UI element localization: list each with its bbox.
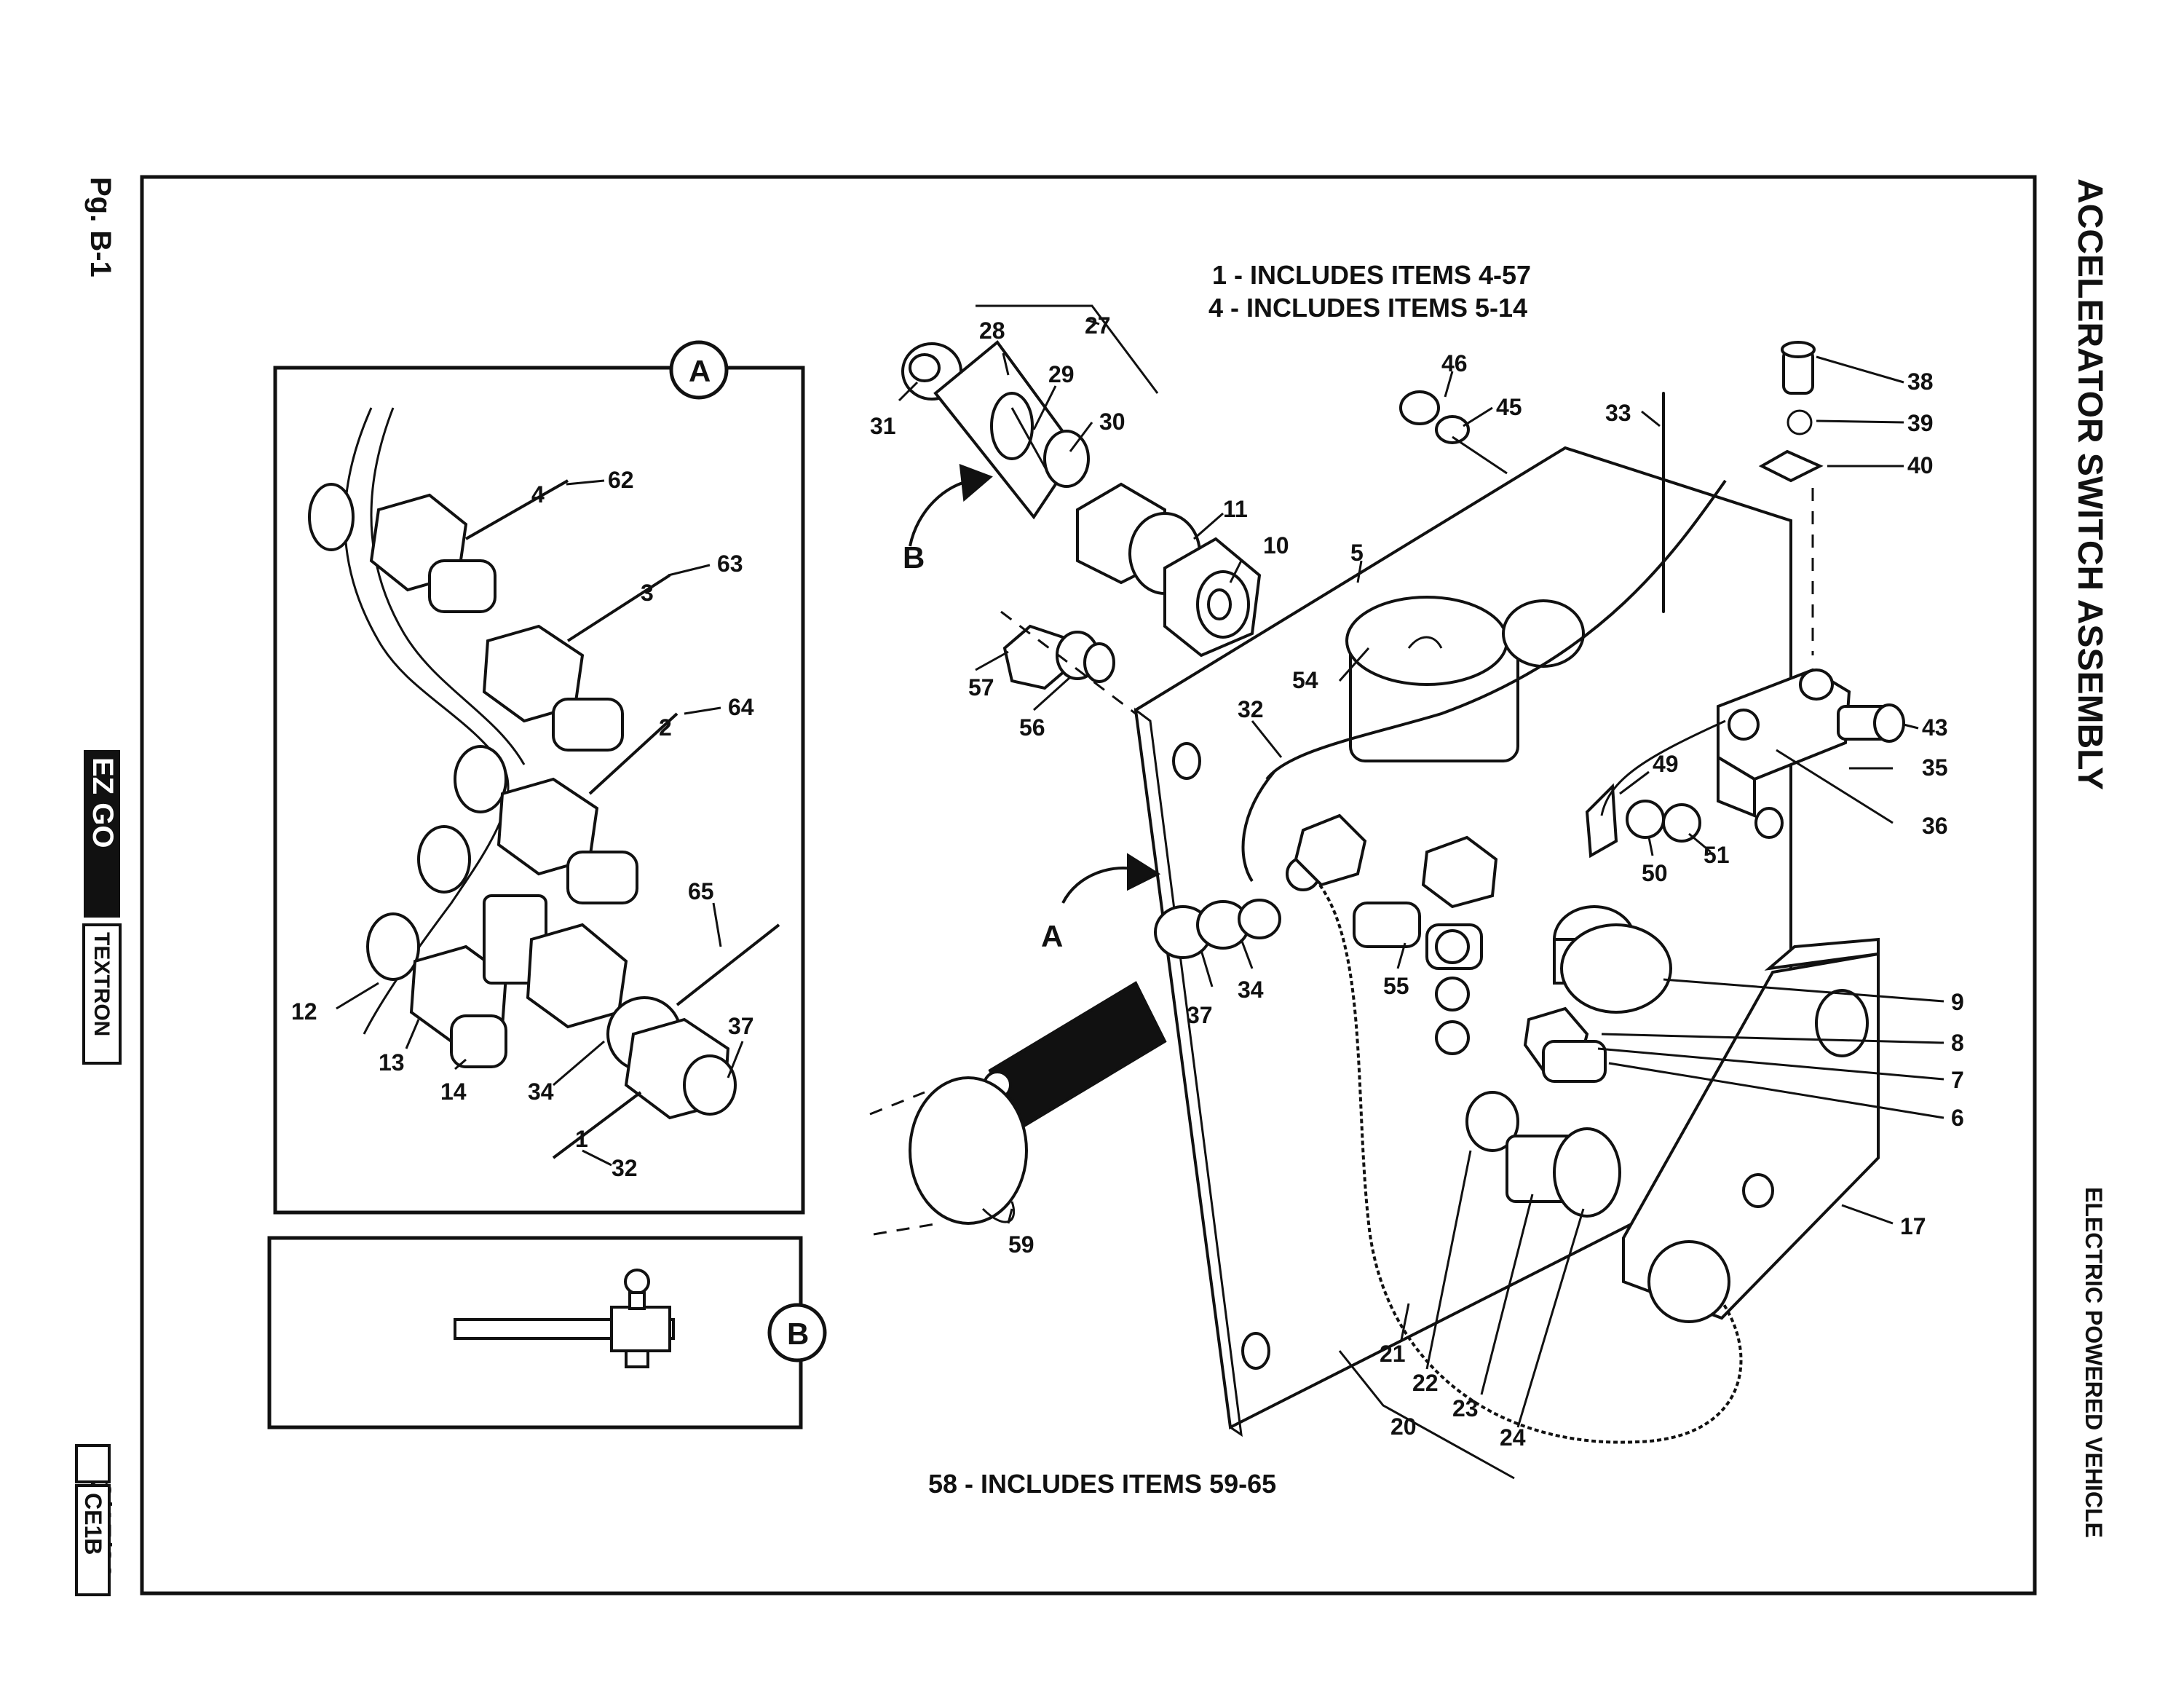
callout-a-62: 62	[608, 467, 634, 493]
ezgo-logo: EZ GO	[84, 750, 120, 918]
callout-35: 35	[1922, 754, 1948, 781]
note-includes-4: 4 - INCLUDES ITEMS 5-14	[1208, 293, 1527, 323]
detail-b-label: B	[787, 1317, 809, 1351]
callout-39: 39	[1907, 410, 1934, 436]
arrow-a-label: A	[1041, 919, 1063, 953]
callout-a-12: 12	[291, 998, 317, 1025]
detail-b-view: B	[267, 1236, 827, 1429]
callout-17: 17	[1900, 1213, 1926, 1239]
callout-29: 29	[1048, 361, 1075, 387]
callout-a-34: 34	[528, 1078, 554, 1105]
callout-a-65: 65	[688, 878, 714, 904]
callout-33: 33	[1605, 400, 1631, 426]
textron-logo: TEXTRON	[82, 923, 122, 1065]
callout-55: 55	[1383, 973, 1409, 999]
wire-marker-2: 2	[659, 714, 672, 741]
callout-a-14: 14	[440, 1078, 467, 1105]
wire-marker-3: 3	[641, 580, 654, 606]
page-frame	[140, 175, 2037, 1596]
note-includes-58: 58 - INCLUDES ITEMS 59-65	[928, 1469, 1276, 1499]
callout-5: 5	[1350, 540, 1364, 566]
callout-34: 34	[1238, 977, 1264, 1003]
callout-a-13: 13	[379, 1049, 405, 1076]
wire-marker-1: 1	[575, 1126, 588, 1152]
callout-46: 46	[1441, 350, 1468, 376]
callout-49: 49	[1653, 751, 1679, 777]
callout-11: 11	[1223, 496, 1248, 522]
callout-32: 32	[1238, 696, 1264, 722]
callout-50: 50	[1642, 860, 1668, 886]
callout-43: 43	[1922, 714, 1948, 741]
arrow-b-label: B	[903, 540, 925, 575]
callout-40: 40	[1907, 452, 1934, 478]
detail-a-label: A	[689, 354, 711, 388]
callout-10: 10	[1263, 532, 1289, 559]
page-subtitle: ELECTRIC POWERED VEHICLE	[2081, 1187, 2107, 1538]
note-includes-1: 1 - INCLUDES ITEMS 4-57	[1212, 260, 1531, 290]
callout-a-63: 63	[717, 551, 743, 577]
svg-text:TEXTRON: TEXTRON	[90, 932, 114, 1036]
callout-38: 38	[1907, 368, 1934, 395]
callout-23: 23	[1452, 1395, 1479, 1421]
page-number: Pg. B-1	[84, 177, 116, 277]
callout-20: 20	[1390, 1413, 1417, 1440]
detail-a-view: A 4 3 2 1	[273, 340, 805, 1215]
callout-30: 30	[1099, 409, 1125, 435]
wire-marker-4: 4	[531, 481, 545, 508]
callout-a-37: 37	[728, 1013, 754, 1039]
svg-text:EZ GO: EZ GO	[87, 757, 119, 848]
callout-59: 59	[1008, 1231, 1034, 1258]
callout-36: 36	[1922, 813, 1948, 839]
svg-text:CE1B: CE1B	[80, 1493, 106, 1555]
callout-9: 9	[1951, 989, 1964, 1015]
callout-31: 31	[870, 413, 896, 439]
callout-21: 21	[1380, 1341, 1406, 1367]
callout-45: 45	[1496, 394, 1522, 420]
callout-a-64: 64	[728, 694, 754, 720]
page-title: ACCELERATOR SWITCH ASSEMBLY	[2070, 178, 2109, 790]
callout-54: 54	[1292, 667, 1318, 693]
callout-22: 22	[1412, 1370, 1439, 1396]
catalog-code-box: CE1B	[75, 1444, 111, 1596]
callout-24: 24	[1500, 1424, 1526, 1451]
callout-51: 51	[1704, 842, 1730, 868]
callout-57: 57	[968, 674, 994, 701]
callout-27: 27	[1085, 312, 1111, 339]
callout-6: 6	[1951, 1105, 1964, 1131]
callout-8: 8	[1951, 1030, 1964, 1056]
main-assembly: B A	[869, 304, 1964, 1480]
callout-28: 28	[979, 318, 1005, 344]
callout-a-32: 32	[612, 1155, 638, 1181]
callout-37: 37	[1187, 1002, 1213, 1028]
callout-7: 7	[1951, 1067, 1964, 1093]
callout-56: 56	[1019, 714, 1045, 741]
